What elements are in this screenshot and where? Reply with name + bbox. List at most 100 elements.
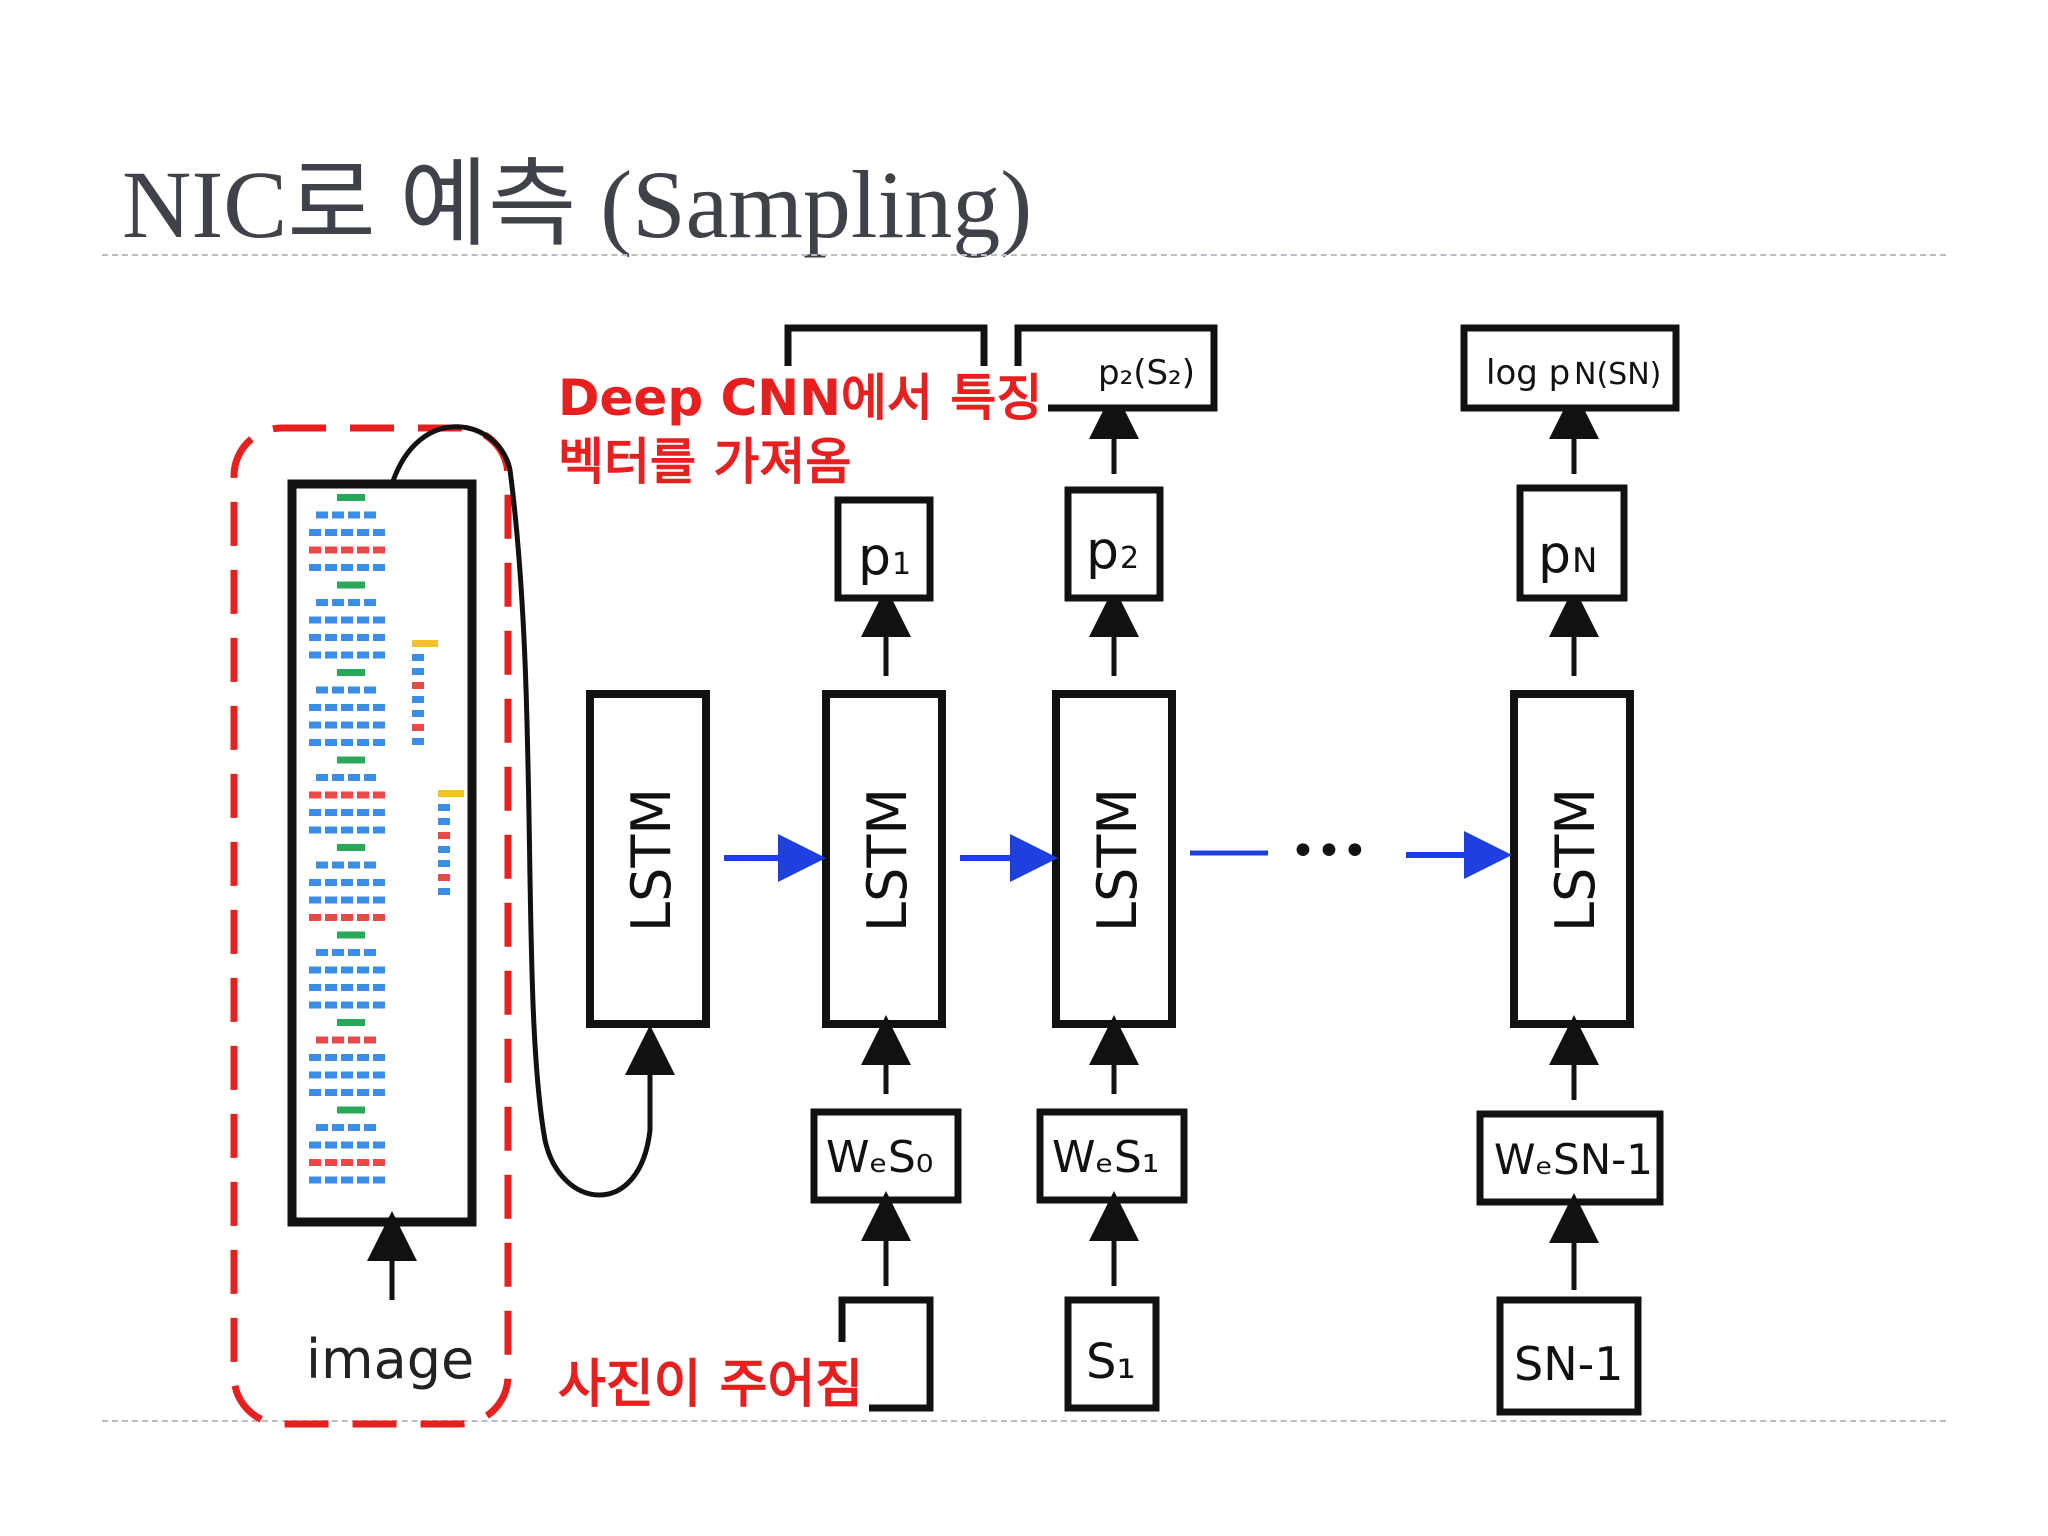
cnn-layer-block: [332, 599, 344, 606]
cnn-layer-block: [341, 1159, 353, 1166]
we-s0-box: WₑS₀: [810, 1108, 962, 1204]
cnn-layer-block: [364, 1124, 376, 1131]
cnn-layer-block: [337, 494, 365, 501]
cnn-layer-block: [341, 634, 353, 641]
cnn-layer-block: [357, 966, 369, 974]
cnn-layer-block: [373, 826, 385, 834]
cnn-layer-block: [357, 1089, 369, 1096]
cnn-layer-block: [357, 739, 369, 746]
cnn-highlight-box: [230, 424, 512, 1428]
cnn-layer-block: [332, 1036, 344, 1044]
cnn-branch-block: [438, 790, 464, 797]
cnn-layer-block: [325, 879, 337, 886]
cnn-layer-block: [309, 1071, 321, 1079]
cnn-layer-block: [325, 826, 337, 834]
we-s1-box: WₑS₁: [1036, 1108, 1188, 1204]
title-divider: [102, 254, 1946, 256]
cnn-branch-block: [412, 668, 424, 675]
cnn-layer-block: [309, 739, 321, 746]
cnn-layer-block: [357, 914, 369, 921]
cnn-layer-block: [309, 826, 321, 834]
cnn-layer-block: [309, 896, 321, 904]
cnn-layer-block: [325, 546, 337, 554]
cnn-layer-block: [309, 809, 321, 816]
logp2-box: p₂(S₂): [1014, 324, 1218, 412]
cnn-layer-block: [364, 949, 376, 956]
cnn-layer-block: [325, 721, 337, 729]
cnn-layer-block: [316, 511, 328, 519]
cnn-layer-block: [332, 686, 344, 694]
svg-text:1: 1: [892, 547, 911, 582]
cnn-layer-block: [357, 546, 369, 554]
lstm-cell-2: LSTM: [1052, 690, 1176, 1028]
cnn-layer-block: [373, 1001, 385, 1009]
cnn-layer-block: [341, 704, 353, 711]
svg-text:N(SN): N(SN): [1574, 357, 1661, 392]
cnn-layer-block: [341, 966, 353, 974]
cnn-layer-block: [373, 721, 385, 729]
cnn-network-thumbnail: [287, 479, 477, 1227]
cnn-layer-block: [309, 1176, 321, 1184]
cnn-layer-block: [309, 651, 321, 659]
cnn-layer-block: [309, 616, 321, 624]
lstm-cell-0: LSTM: [586, 690, 710, 1028]
cnn-layer-block: [325, 1159, 337, 1166]
cnn-layer-block: [332, 511, 344, 519]
cnn-layer-block: [357, 896, 369, 904]
cnn-layer-block: [373, 651, 385, 659]
we-sn1-box: WₑSN-1: [1476, 1110, 1664, 1206]
cnn-layer-block: [357, 634, 369, 641]
cnn-layer-block: [357, 1141, 369, 1149]
cnn-branch-block: [412, 724, 424, 731]
cnn-layer-block: [309, 634, 321, 641]
cnn-layer-block: [309, 1089, 321, 1096]
cnn-layer-block: [325, 739, 337, 746]
cnn-branch-block: [438, 860, 450, 867]
cnn-layer-block: [364, 511, 376, 519]
cnn-layer-block: [325, 1089, 337, 1096]
cnn-layer-block: [357, 1071, 369, 1079]
svg-text:p₂(S₂): p₂(S₂): [1098, 353, 1195, 393]
cnn-layer-block: [348, 861, 360, 869]
cnn-layer-block: [357, 704, 369, 711]
cnn-branch-block: [412, 654, 424, 661]
cnn-branch-block: [412, 640, 438, 647]
cnn-layer-block: [357, 826, 369, 834]
svg-text:p: p: [858, 527, 891, 587]
cnn-layer-block: [309, 984, 321, 991]
cnn-layer-block: [341, 1141, 353, 1149]
cnn-branch-block: [438, 804, 450, 811]
cnn-layer-block: [341, 721, 353, 729]
cnn-layer-block: [309, 529, 321, 536]
cnn-branch-block: [412, 710, 424, 717]
cnn-layer-block: [337, 1019, 365, 1026]
svg-text:WₑS₁: WₑS₁: [1052, 1132, 1159, 1183]
cnn-layer-block: [341, 1176, 353, 1184]
cnn-layer-block: [341, 1071, 353, 1079]
cnn-layer-block: [309, 1159, 321, 1166]
cnn-layer-block: [341, 914, 353, 921]
cnn-branch-block: [438, 888, 450, 895]
cnn-branch-block: [412, 696, 424, 703]
cnn-layer-block: [357, 564, 369, 571]
cnn-layer-block: [357, 529, 369, 536]
cnn-branch-block: [412, 738, 424, 745]
cnn-layer-block: [309, 879, 321, 886]
cnn-layer-block: [337, 931, 365, 939]
cnn-layer-block: [325, 1141, 337, 1149]
cnn-layer-block: [341, 896, 353, 904]
cnn-layer-block: [341, 616, 353, 624]
lstm-cell-n: LSTM: [1510, 690, 1634, 1028]
cnn-layer-block: [373, 809, 385, 816]
cnn-layer-block: [325, 791, 337, 799]
pN-box: p N: [1516, 484, 1628, 602]
p2-box: p 2: [1064, 486, 1164, 602]
cnn-layer-block: [348, 774, 360, 781]
cnn-branch-block: [438, 832, 450, 839]
cnn-layer-block: [337, 581, 365, 589]
cnn-layer-block: [325, 1071, 337, 1079]
cnn-layer-block: [325, 896, 337, 904]
cnn-layer-block: [341, 546, 353, 554]
cnn-layer-block: [364, 774, 376, 781]
cnn-layer-block: [357, 879, 369, 886]
